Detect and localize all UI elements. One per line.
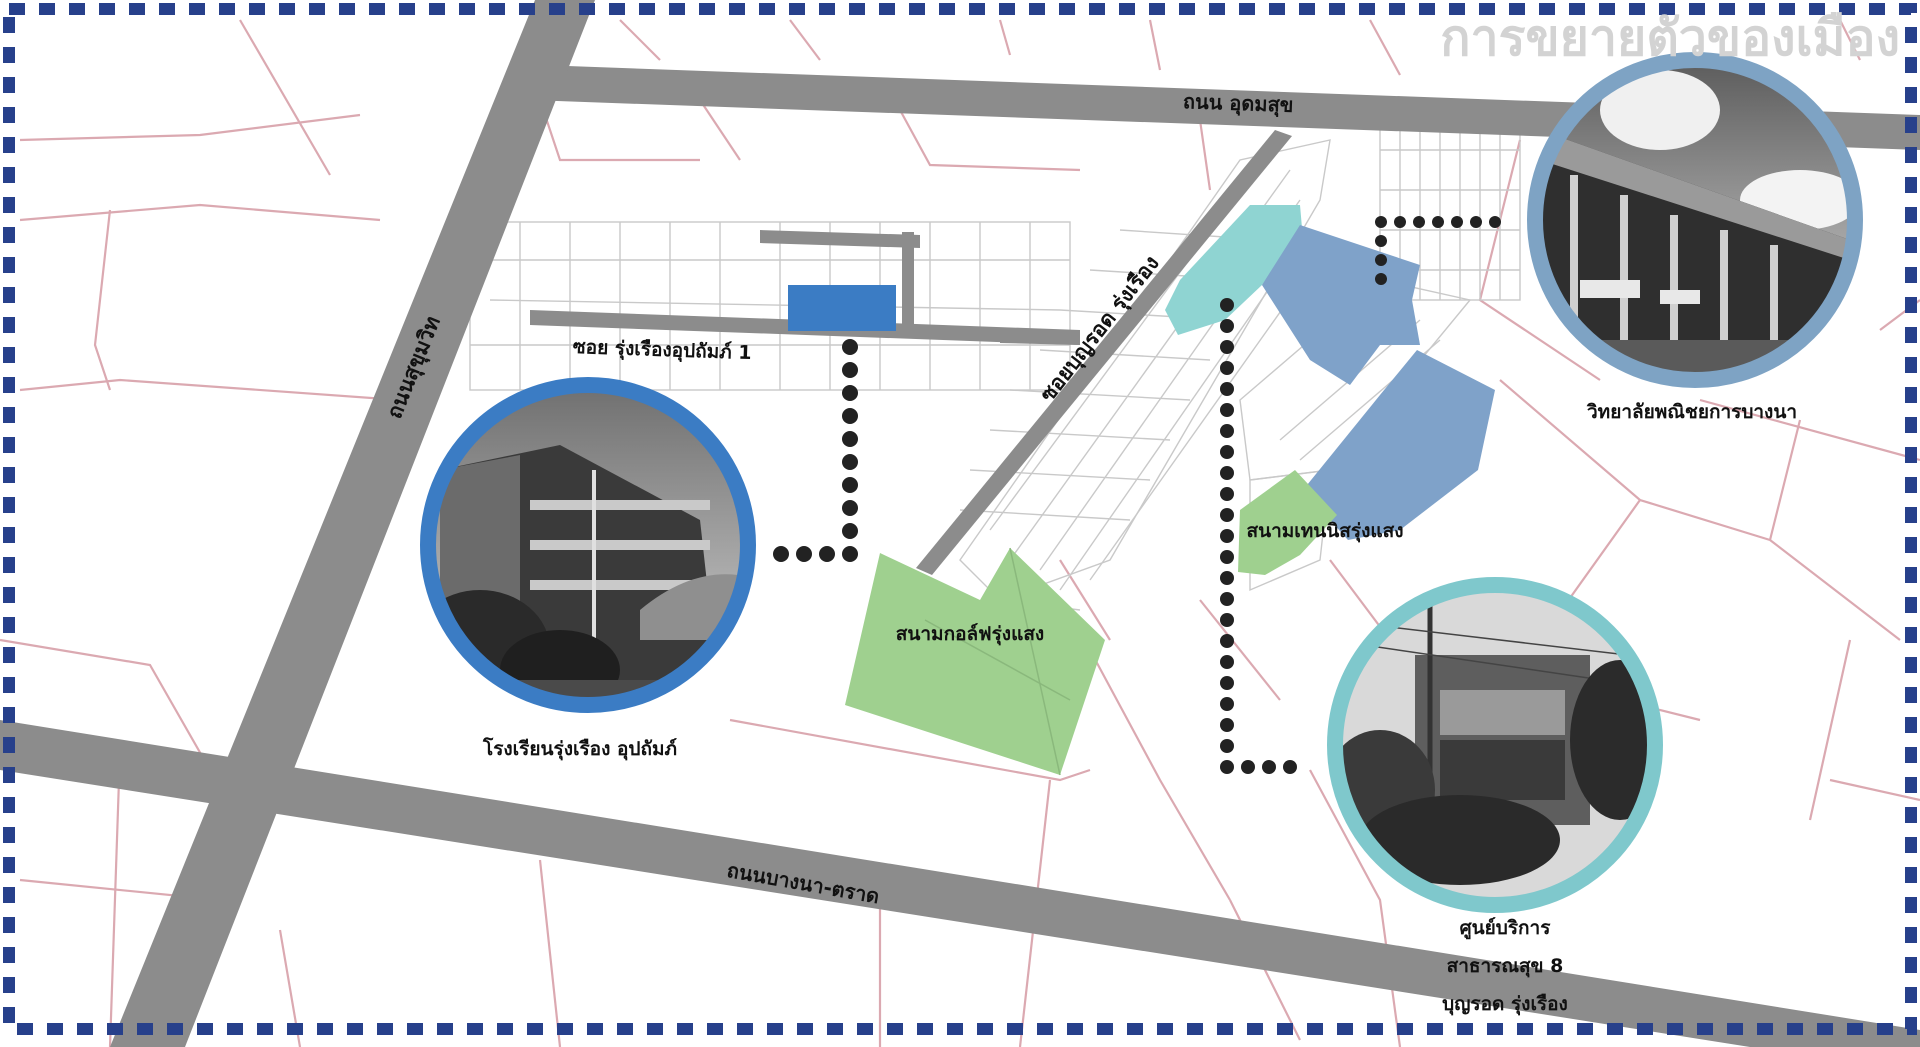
label-school: โรงเรียนรุ่งเรือง อุปถัมภ์	[482, 737, 677, 761]
college-parcel-b	[1303, 350, 1495, 540]
school-parcel	[788, 285, 896, 331]
tennis-court	[1238, 470, 1337, 575]
label-health-line-1: ศูนย์บริการ	[1460, 917, 1552, 940]
map-title: การขยายตัวของเมือง	[1440, 9, 1900, 67]
land-use	[788, 205, 1495, 776]
label-college: วิทยาลัยพณิชยการบางนา	[1587, 401, 1797, 423]
dashed-border	[3, 3, 1917, 1035]
label-udom-suk: ถนน อุดมสุข	[1183, 89, 1294, 118]
road-bangna-trat	[0, 720, 1920, 1047]
label-health-line-2: สาธารณสุข 8	[1447, 955, 1564, 978]
label-health-line-3: บุญรอด รุ่งเรือง	[1442, 993, 1568, 1016]
road-soi-boonyarod	[916, 130, 1292, 575]
teal-parcel	[1165, 205, 1302, 335]
golf-course	[845, 548, 1105, 775]
label-soi-rungrueang: ซอย รุ่งเรืองอุปถัมภ์ 1	[572, 336, 751, 365]
health-center-photo	[1327, 577, 1663, 913]
label-golf: สนามกอล์ฟรุ่งแสง	[896, 623, 1044, 646]
label-tennis: สนามเทนนิสรุ่งแสง	[1247, 520, 1404, 543]
school-photo	[420, 377, 756, 713]
dotted-connectors	[773, 216, 1501, 774]
